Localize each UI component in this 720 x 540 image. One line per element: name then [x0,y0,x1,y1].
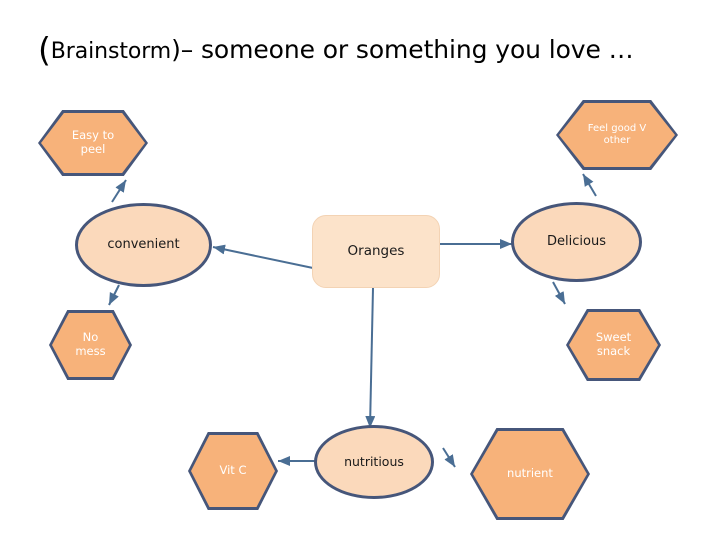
node-label: convenient [107,237,180,253]
node-convenient[interactable]: convenient [75,203,212,287]
node-delicious[interactable]: Delicious [511,202,642,282]
node-nutrient[interactable]: nutrient [470,428,590,520]
connector-oranges-nutritious [365,287,376,429]
node-oranges-center[interactable]: Oranges [312,215,440,288]
node-label: Delicious [547,234,606,250]
node-label: nutritious [344,453,404,469]
title-brainstorm-word: Brainstorm [50,39,172,64]
node-label: nutrient [507,466,553,481]
title-rest: )– someone or something you love … [171,35,634,64]
node-nutritious[interactable]: nutritious [314,425,434,499]
hexagon-body: nutrient [473,431,587,517]
connector-convenient-no-mess [108,284,120,306]
title-open-paren: ( [38,30,51,69]
node-vit-c[interactable]: Vit C [188,432,278,510]
connector-oranges-convenient [212,244,314,269]
connector-nutritious-nutrient [442,447,456,468]
page-title: (Brainstorm)– someone or something you l… [38,30,698,69]
connector-delicious-feel-good [582,173,597,197]
connector-delicious-sweet-snack [552,281,566,305]
node-label: Vit C [219,463,247,478]
connector-convenient-easy-to-peel [111,179,127,203]
node-label: Oranges [347,242,405,259]
